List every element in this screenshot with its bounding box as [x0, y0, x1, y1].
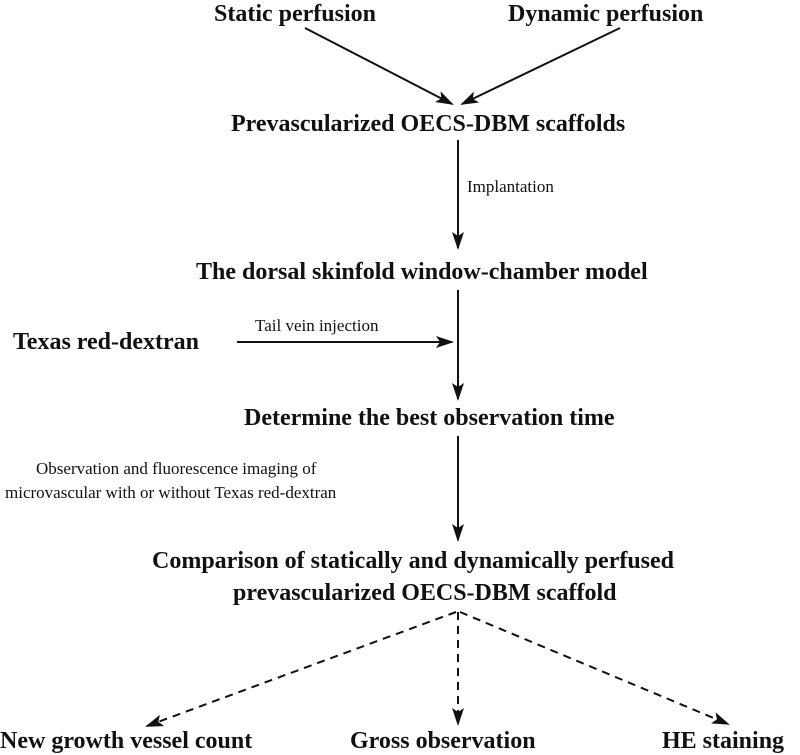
arrow-dashed-to-he-staining: [459, 611, 730, 725]
edge-label-observation-line1: Observation and fluorescence imaging of: [36, 459, 317, 478]
edge-label-tail-vein-injection: Tail vein injection: [255, 316, 379, 335]
node-he-staining: HE staining: [662, 728, 785, 754]
node-prevascularized-scaffolds: Prevascularized OECS-DBM scaffolds: [231, 111, 626, 137]
edge-label-implantation: Implantation: [467, 177, 554, 196]
node-gross-observation: Gross observation: [350, 728, 536, 754]
node-static-perfusion: Static perfusion: [214, 1, 376, 27]
node-dynamic-perfusion: Dynamic perfusion: [508, 1, 704, 27]
node-comparison-line1: Comparison of statically and dynamically…: [152, 548, 675, 574]
node-texas-red-dextran: Texas red-dextran: [13, 329, 199, 355]
edge-label-observation-line2: microvascular with or without Texas red-…: [5, 483, 337, 502]
node-comparison-line2: prevascularized OECS-DBM scaffold: [233, 580, 617, 606]
arrow-static-to-scaffolds: [304, 27, 454, 105]
node-window-chamber-model: The dorsal skinfold window-chamber model: [196, 259, 648, 285]
node-best-observation-time: Determine the best observation time: [244, 405, 615, 431]
arrow-dashed-to-vessel-count: [145, 611, 457, 727]
arrow-dynamic-to-scaffolds: [460, 27, 621, 105]
node-vessel-count: New growth vessel count: [0, 728, 253, 754]
